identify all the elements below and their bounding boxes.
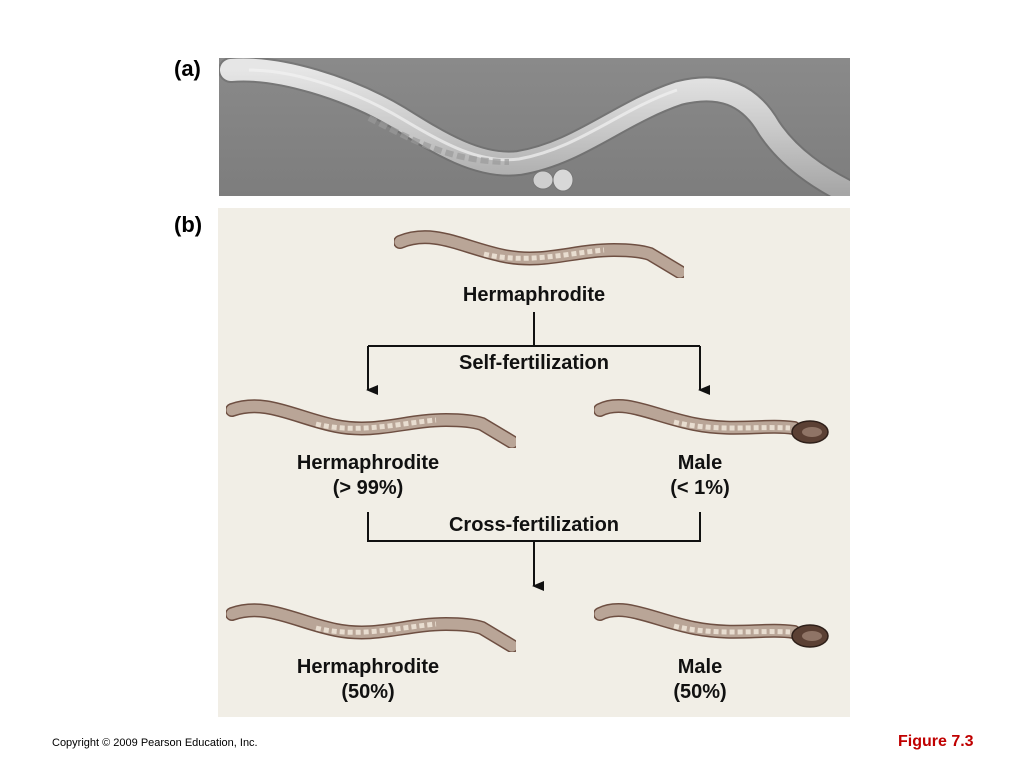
copyright-notice: Copyright © 2009 Pearson Education, Inc. (52, 737, 258, 749)
gen1-hermaphrodite-percent: (> 99%) (332, 477, 404, 499)
hermaphrodite-worm-icon (226, 603, 516, 652)
gen2-male-label: Male (677, 656, 723, 678)
gen1-male-percent: (< 1%) (670, 477, 730, 499)
cross-fertilization-label: Cross-fertilization (424, 513, 644, 537)
gen1-hermaphrodite-label: Hermaphrodite (296, 452, 440, 474)
gen1-male-label: Male (677, 452, 723, 474)
male-worm-icon (594, 399, 829, 444)
male-worm-icon (594, 603, 829, 648)
panel-b-label: (b) (174, 212, 203, 237)
panel-a-label: (a) (174, 56, 201, 81)
hermaphrodite-worm-icon (394, 230, 684, 278)
self-fertilization-label: Self-fertilization (434, 351, 634, 375)
figure-number: Figure 7.3 (898, 733, 974, 750)
gen2-hermaphrodite-label: Hermaphrodite (296, 656, 440, 678)
gen2-hermaphrodite-percent: (50%) (341, 681, 395, 703)
micrograph-panel (219, 58, 850, 196)
gen2-male-percent: (50%) (673, 681, 727, 703)
parent-hermaphrodite-label: Hermaphrodite (462, 284, 606, 306)
hermaphrodite-worm-icon (226, 399, 516, 448)
nematode-micrograph (219, 58, 850, 196)
